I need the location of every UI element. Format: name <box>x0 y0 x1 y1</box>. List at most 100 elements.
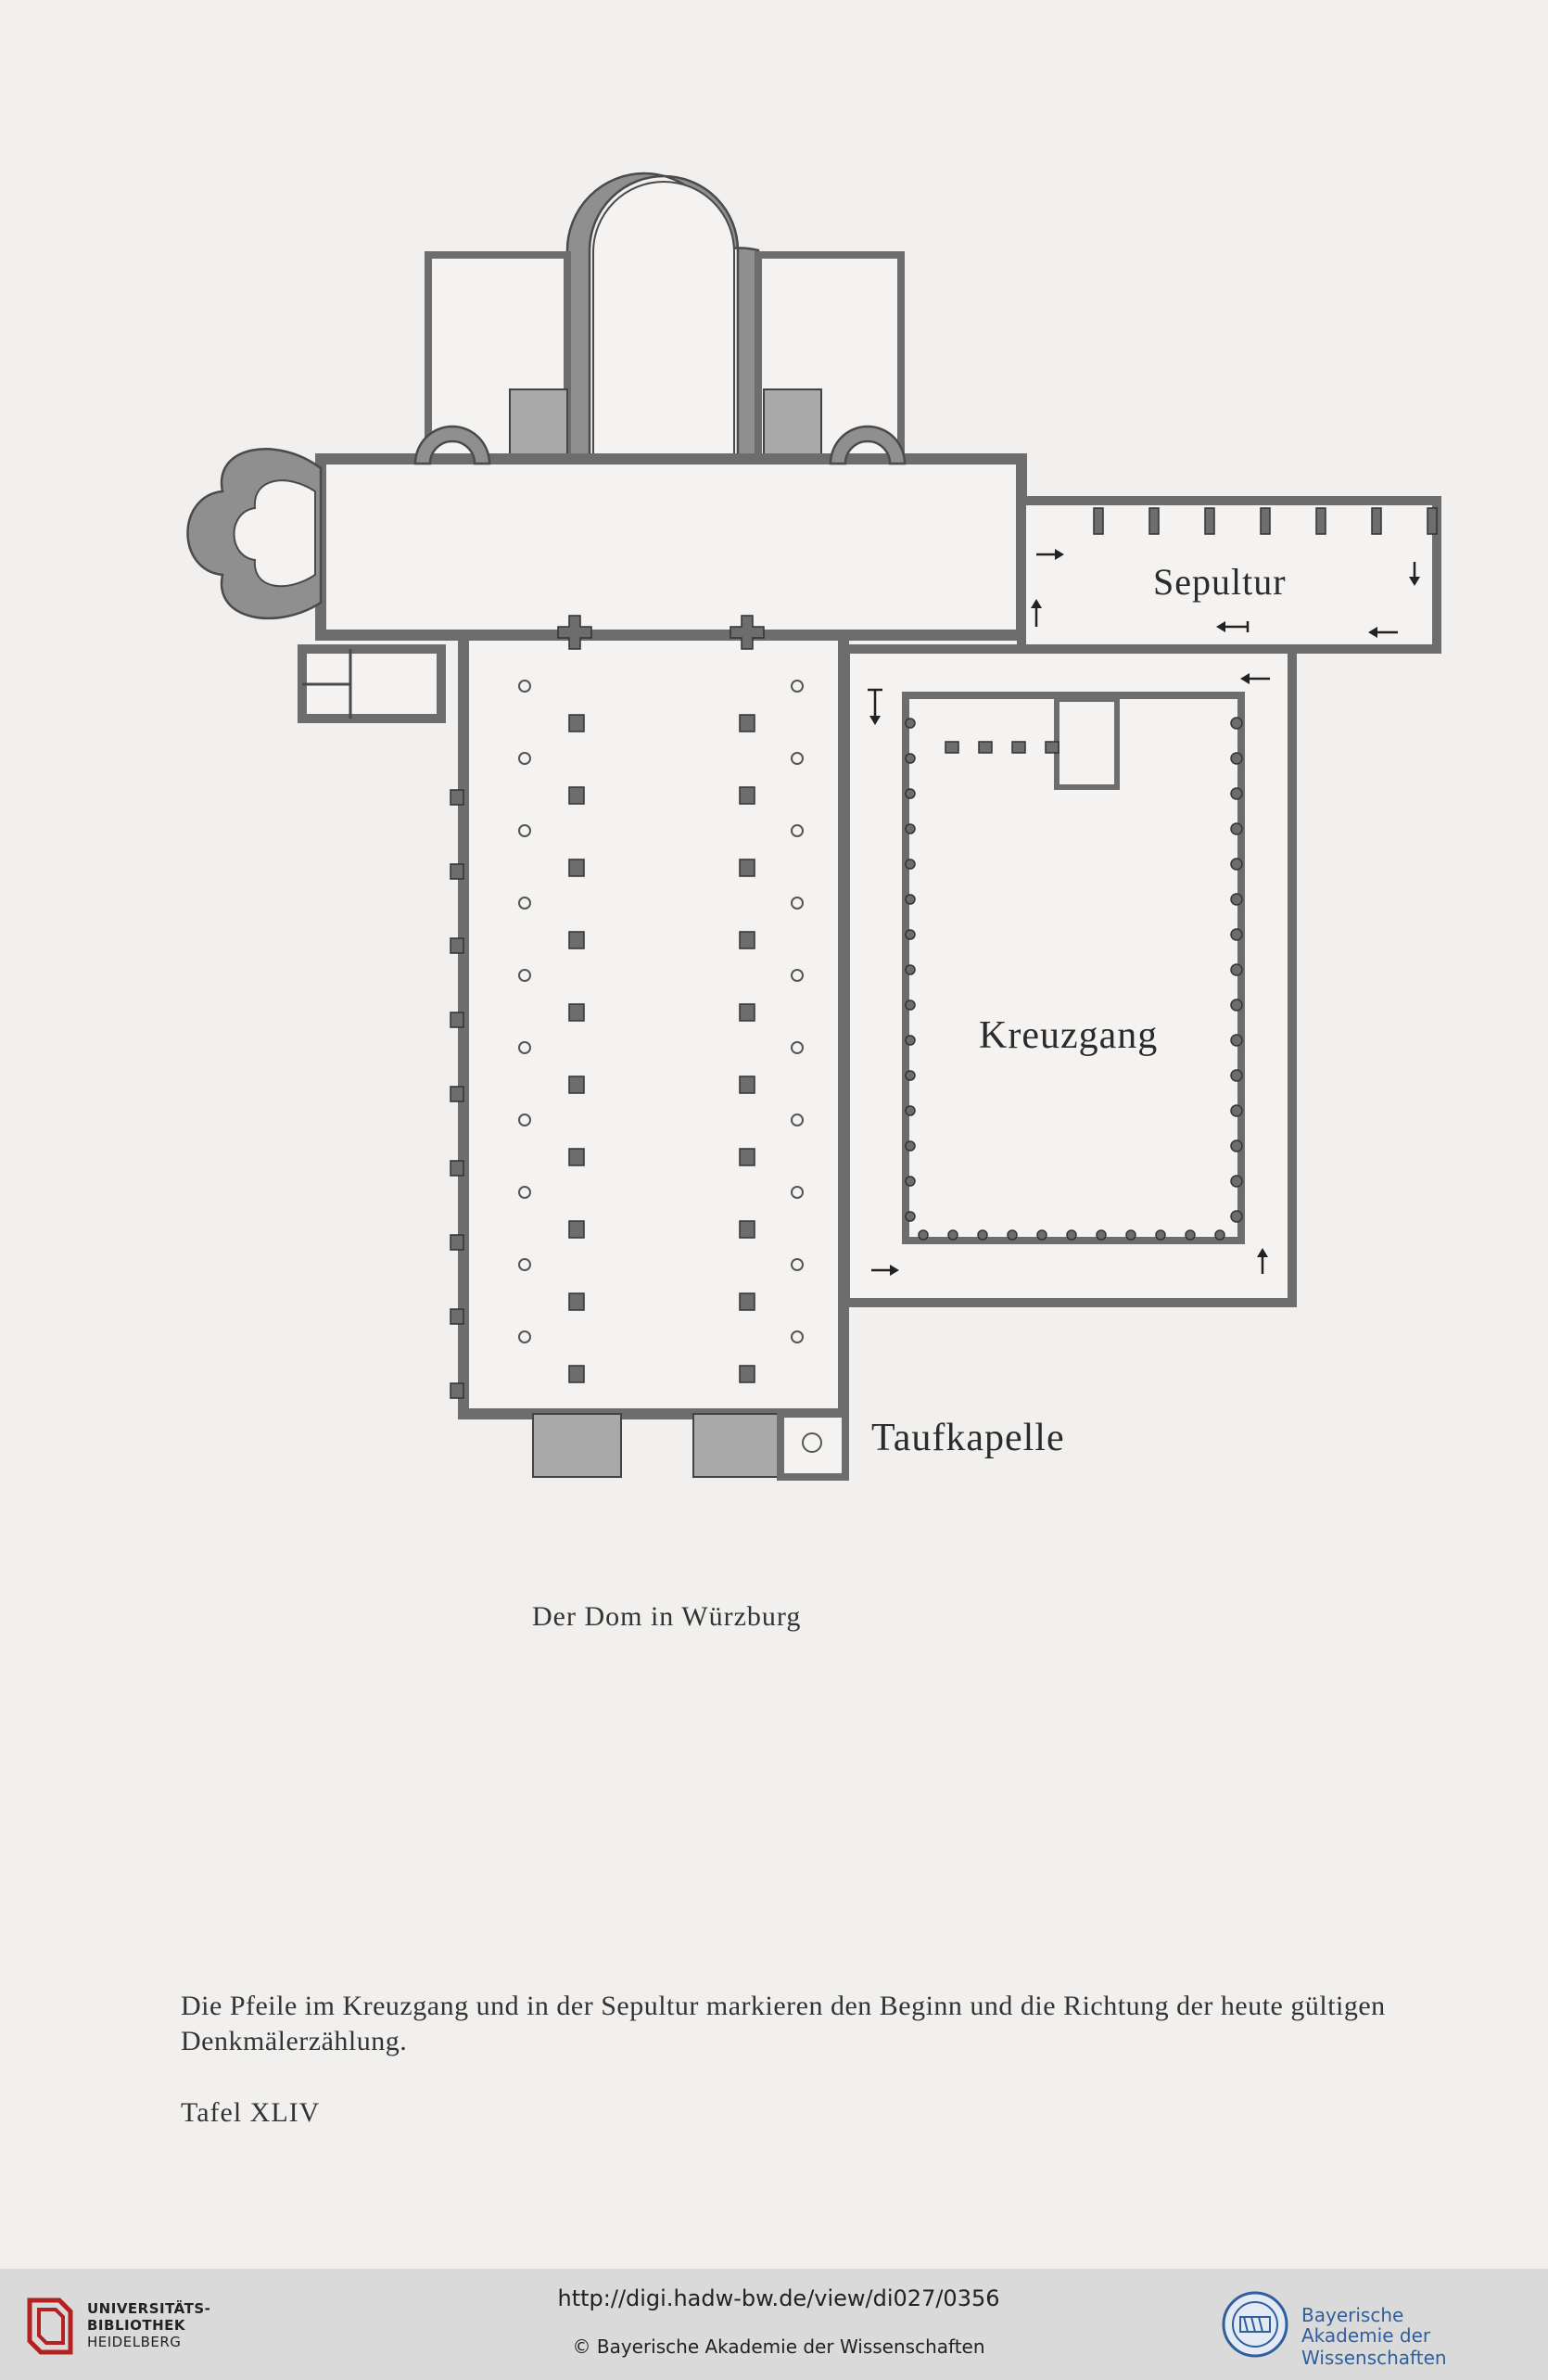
nave-pier <box>739 931 755 949</box>
buttress <box>450 1160 464 1177</box>
arrow-left-icon <box>1368 627 1398 638</box>
sepultur-buttress <box>1315 507 1326 535</box>
cloister-column <box>905 1176 916 1187</box>
cloister-column <box>1230 1139 1243 1152</box>
arrow-up-icon <box>1257 1248 1268 1274</box>
round-column <box>791 1041 804 1054</box>
explanatory-note: Die Pfeile im Kreuzgang und in der Sepul… <box>181 1991 1386 2056</box>
north-apsidiole <box>413 425 491 465</box>
nave-pier <box>568 1220 585 1239</box>
cloister-pier <box>1011 741 1026 754</box>
apse-inner <box>592 181 735 525</box>
sepultur-buttress <box>1427 507 1438 535</box>
nave-pier <box>568 1292 585 1311</box>
library-name-line2: BIBLIOTHEK <box>87 2317 185 2334</box>
round-column <box>518 824 531 837</box>
round-column <box>518 969 531 982</box>
buttress <box>450 1382 464 1399</box>
nave <box>458 630 849 1419</box>
cloister-chapel <box>1054 696 1120 790</box>
academy-logo[interactable]: Bayerische Akademie der Wissenschaften <box>1220 2285 1526 2369</box>
arrow-right-icon <box>1036 549 1064 560</box>
nave-pier <box>568 1365 585 1383</box>
cloister-column <box>905 964 916 975</box>
round-column <box>791 1186 804 1199</box>
cloister-column <box>1230 928 1243 941</box>
round-column <box>791 897 804 910</box>
cloister-column <box>1230 963 1243 976</box>
buttress <box>450 1234 464 1251</box>
arrow-down-icon <box>1409 562 1420 586</box>
cloister-column <box>1155 1229 1166 1241</box>
nave-pier <box>568 786 585 805</box>
cloister-column <box>1230 717 1243 730</box>
south-tower-block <box>763 388 822 460</box>
cloister-column <box>1066 1229 1077 1241</box>
crossing-pier-south <box>730 615 765 650</box>
nave-pier <box>739 714 755 732</box>
buttress <box>450 1086 464 1102</box>
plan-elements <box>450 507 1438 1399</box>
round-column <box>791 969 804 982</box>
cloister-column <box>905 823 916 834</box>
floor-plan <box>186 172 1441 1481</box>
figure-caption: Der Dom in Würzburg <box>532 1601 802 1632</box>
round-column <box>791 1330 804 1343</box>
buttress <box>450 863 464 880</box>
cloister-column <box>1230 999 1243 1012</box>
cloister-column <box>947 1229 958 1241</box>
cloister-column <box>1185 1229 1196 1241</box>
cloister-pier <box>978 741 993 754</box>
cloister-column <box>905 894 916 905</box>
crossing-pier-north <box>557 615 592 650</box>
cloister-column <box>1125 1229 1136 1241</box>
library-logo[interactable]: UNIVERSITÄTS- BIBLIOTHEK HEIDELBERG <box>22 2287 217 2361</box>
cloister-column <box>905 1070 916 1081</box>
cloister-column <box>905 999 916 1011</box>
nave-pier <box>568 1148 585 1166</box>
academy-name-line1: Bayerische <box>1301 2304 1404 2326</box>
transept <box>315 453 1027 641</box>
round-column <box>518 1114 531 1126</box>
round-column <box>518 897 531 910</box>
cloister-column <box>905 859 916 870</box>
north-annex <box>425 251 571 463</box>
permalink[interactable]: http://digi.hadw-bw.de/view/di027/0356 <box>557 2285 1000 2311</box>
nave-pier <box>739 859 755 877</box>
west-tower-south <box>692 1413 782 1478</box>
cloister-column <box>1230 787 1243 800</box>
cloister-column <box>1230 893 1243 906</box>
cloister-column <box>1036 1229 1047 1241</box>
nave-pier <box>568 1003 585 1022</box>
arrow-left-icon <box>1240 673 1270 684</box>
cloister-column <box>905 788 916 799</box>
cloister-column <box>918 1229 929 1241</box>
buttress <box>450 937 464 954</box>
cloister-column <box>1007 1229 1018 1241</box>
sepultur-buttress <box>1371 507 1382 535</box>
cloister-column <box>905 929 916 940</box>
arrow-left-icon <box>1216 621 1250 632</box>
cloister-column <box>1230 1034 1243 1047</box>
taufkapelle-label: Taufkapelle <box>871 1417 1065 1459</box>
scanned-page: Sepultur Kreuzgang Taufkapelle Der Dom i… <box>181 172 1441 2128</box>
arrow-up-icon <box>1031 599 1042 627</box>
arrow-right-icon <box>871 1265 899 1276</box>
cloister-column <box>1230 752 1243 765</box>
round-column <box>791 824 804 837</box>
sepultur-buttress <box>1093 507 1104 535</box>
round-column <box>791 1258 804 1271</box>
cloister-column <box>1230 1210 1243 1223</box>
baptistery <box>777 1410 849 1481</box>
buttress <box>450 789 464 806</box>
academy-name-line2: Akademie der Wissenschaften <box>1301 2324 1447 2369</box>
copyright-notice: © Bayerische Akademie der Wissenschaften <box>572 2335 985 2358</box>
cloister-column <box>1230 1175 1243 1188</box>
buttress <box>450 1012 464 1028</box>
sepultur-buttress <box>1260 507 1271 535</box>
round-column <box>791 752 804 765</box>
sepultur-buttress <box>1148 507 1160 535</box>
cloister-column <box>1230 858 1243 871</box>
round-column <box>518 1330 531 1343</box>
cloister-column <box>905 1140 916 1152</box>
